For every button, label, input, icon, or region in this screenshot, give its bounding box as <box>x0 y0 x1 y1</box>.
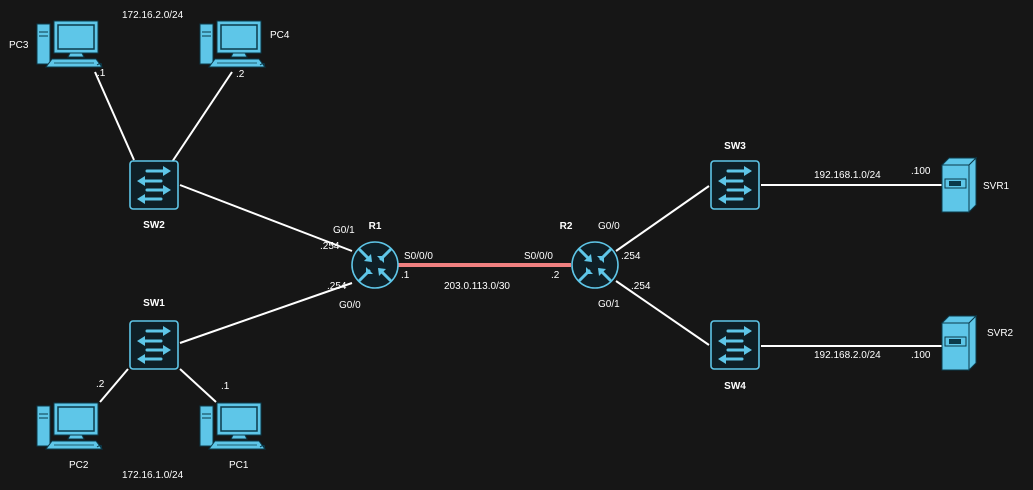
link-sw2-r1 <box>179 184 353 252</box>
r1-g01-ip: .254 <box>320 241 340 252</box>
server-icon[interactable] <box>941 315 977 371</box>
r1-g01-label: G0/1 <box>333 225 355 236</box>
sw4-label: SW4 <box>724 381 746 392</box>
svr1-ip: .100 <box>911 166 931 177</box>
pc4-label: PC4 <box>270 30 290 41</box>
r2-g00-label: G0/0 <box>598 221 620 232</box>
pc3-ip: .1 <box>97 68 106 79</box>
pc-icon[interactable] <box>199 402 266 450</box>
r1-label: R1 <box>369 221 382 232</box>
link-sw1-pc1 <box>179 368 217 403</box>
link-pc4-sw2 <box>171 71 233 163</box>
link-sw1-pc2 <box>99 368 129 403</box>
network-label-serial: 203.0.113.0/30 <box>444 281 510 292</box>
network-labels: 172.16.2.0/24 172.16.1.0/24 203.0.113.0/… <box>122 10 881 481</box>
switch-icon[interactable] <box>129 160 179 210</box>
devices <box>36 20 977 450</box>
r1-g00-ip: .254 <box>327 281 347 292</box>
pc1-ip: .1 <box>221 381 230 392</box>
r1-s000-label: S0/0/0 <box>404 251 433 262</box>
switch-icon[interactable] <box>710 320 760 370</box>
r2-g01-label: G0/1 <box>598 299 620 310</box>
pc2-label: PC2 <box>69 460 89 471</box>
router-icon[interactable] <box>350 240 400 290</box>
network-label-pc34: 172.16.2.0/24 <box>122 10 184 21</box>
network-label-pc12: 172.16.1.0/24 <box>122 470 184 481</box>
r2-g01-ip: .254 <box>631 281 651 292</box>
interface-labels: G0/1 .254 .254 G0/0 S0/0/0 .1 S0/0/0 .2 … <box>96 68 931 392</box>
router-icon[interactable] <box>570 240 620 290</box>
r2-s000-ip: .2 <box>551 270 560 281</box>
pc3-label: PC3 <box>9 40 29 51</box>
pc-icon[interactable] <box>36 402 103 450</box>
svr2-label: SVR2 <box>987 328 1014 339</box>
link-pc3-sw2 <box>94 71 135 161</box>
switch-icon[interactable] <box>710 160 760 210</box>
link-r2-sw3 <box>615 185 710 252</box>
links <box>94 71 942 403</box>
link-sw1-r1 <box>179 282 353 344</box>
switch-icon[interactable] <box>129 320 179 370</box>
network-label-svr2: 192.168.2.0/24 <box>814 350 881 361</box>
pc-icon[interactable] <box>36 20 103 68</box>
r2-g00-ip: .254 <box>621 251 641 262</box>
pc4-ip: .2 <box>236 69 245 80</box>
pc2-ip: .2 <box>96 379 105 390</box>
r1-s000-ip: .1 <box>401 270 410 281</box>
network-label-svr1: 192.168.1.0/24 <box>814 170 881 181</box>
pc-icon[interactable] <box>199 20 266 68</box>
r2-s000-label: S0/0/0 <box>524 251 553 262</box>
svr2-ip: .100 <box>911 350 931 361</box>
svr1-label: SVR1 <box>983 181 1010 192</box>
r1-g00-label: G0/0 <box>339 300 361 311</box>
device-labels: PC3 PC4 PC2 PC1 SW2 SW1 SW3 SW4 R1 R2 SV… <box>9 30 1014 471</box>
sw2-label: SW2 <box>143 220 165 231</box>
r2-label: R2 <box>560 221 573 232</box>
pc1-label: PC1 <box>229 460 249 471</box>
link-r2-sw4 <box>615 280 710 346</box>
sw1-label: SW1 <box>143 298 165 309</box>
server-icon[interactable] <box>941 157 977 213</box>
sw3-label: SW3 <box>724 141 746 152</box>
